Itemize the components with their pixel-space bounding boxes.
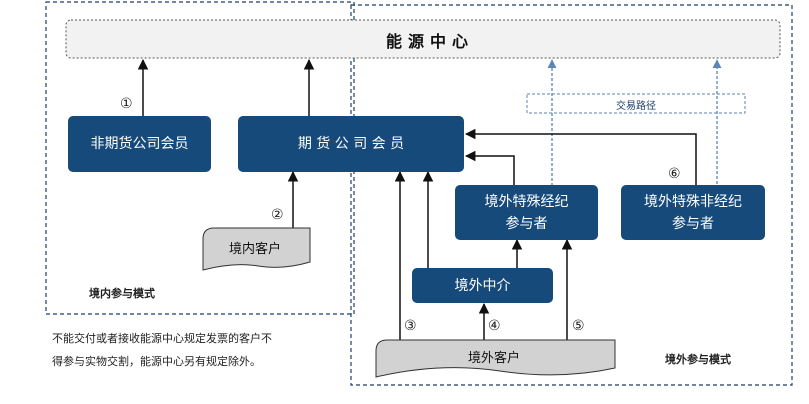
footnote: 不能交付或者接收能源中心规定发票的客户不 得参与实物交割，能源中心另有规定除外。: [52, 327, 272, 373]
marker-4: ④: [488, 318, 501, 334]
non-futures-member-node: 非期货公司会员: [68, 116, 211, 172]
overseas-intermediary-label: 境外中介: [454, 277, 511, 294]
futures-member-label: 期 货 公 司 会 员: [297, 136, 405, 152]
domestic-client-shape: [202, 227, 311, 271]
trade-route-label: 交易路径: [616, 101, 656, 112]
marker-3: ③: [404, 318, 417, 334]
arrow-broker-to-futures: [464, 150, 515, 186]
footnote-line-1: 不能交付或者接收能源中心规定发票的客户不: [52, 332, 272, 345]
marker-5: ⑤: [572, 318, 585, 334]
non-futures-member-label: 非期货公司会员: [90, 136, 189, 152]
overseas-zone-frame: [350, 4, 793, 386]
special-non-broker-node: 境外特殊非经纪 参与者: [621, 185, 765, 240]
marker-1: ①: [120, 96, 133, 112]
marker-2: ②: [271, 207, 284, 223]
arrow-nonbroker-to-futures: [464, 128, 697, 186]
special-broker-label-1: 境外特殊经纪: [484, 193, 569, 210]
overseas-client-label: 境外客户: [468, 351, 521, 366]
domestic-zone-label: 境内参与模式: [89, 287, 155, 300]
special-non-broker-label-1: 境外特殊非经纪: [644, 193, 742, 210]
energy-center-bar: [65, 19, 781, 59]
domestic-client-label: 境内客户: [229, 242, 282, 257]
special-non-broker-label-2: 参与者: [672, 215, 714, 232]
special-broker-label-2: 参与者: [505, 215, 548, 232]
marker-6: ⑥: [668, 166, 681, 182]
special-broker-node: 境外特殊经纪 参与者: [455, 185, 598, 240]
overseas-zone-label: 境外参与模式: [665, 353, 731, 366]
overseas-client-shape: [375, 339, 616, 378]
footnote-line-2: 得参与实物交割，能源中心另有规定除外。: [52, 355, 261, 368]
futures-member-node: 期 货 公 司 会 员: [238, 116, 464, 172]
energy-center-title: 能源中心: [386, 32, 475, 51]
overseas-intermediary-node: 境外中介: [412, 268, 553, 303]
trade-route-box: [526, 93, 746, 114]
